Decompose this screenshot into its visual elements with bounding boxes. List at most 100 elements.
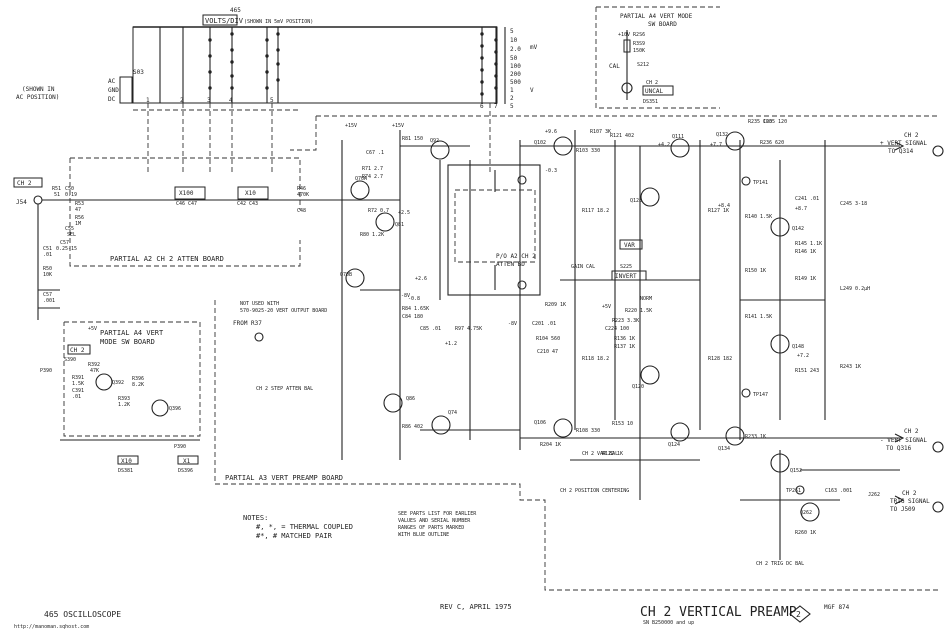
see-parts-3: RANGES OF PARTS MARKED bbox=[398, 525, 464, 531]
c50-val: 0.19 bbox=[65, 192, 77, 198]
transistors: Q70A Q70B Q81 Q86 Q92 Q74 Q102 Q106 Q111… bbox=[340, 131, 820, 522]
r46-val: 470K bbox=[297, 192, 309, 198]
pl-44: C245 3-18 bbox=[840, 201, 867, 207]
vert-mode-sw-board: PARTIAL A4 VERT MODE SW BOARD +5V CH 2 S… bbox=[40, 321, 201, 474]
pl-1: R72 0.7 bbox=[368, 208, 389, 214]
q142: Q142 bbox=[792, 226, 804, 232]
v-84: +8.4 bbox=[718, 203, 730, 209]
out3-c: TO J509 bbox=[890, 506, 916, 513]
j262: J262 bbox=[868, 492, 880, 498]
footer-left: 465 OSCILLOSCOPE bbox=[44, 610, 121, 619]
a4-title-2: SW BOARD bbox=[648, 21, 677, 28]
coupling-switch: AC GND DC (SHOWN IN AC POSITION) bbox=[16, 76, 133, 104]
pl-27: R151 243 bbox=[795, 368, 819, 374]
switch-note: (SHOWN IN 5mV POSITION) bbox=[244, 19, 313, 25]
a4-supply: +10V R2S6 bbox=[618, 32, 645, 38]
var-bal: CH 2 VAR BAL bbox=[582, 451, 618, 457]
x100-parts: C46 C47 bbox=[176, 201, 197, 207]
pl-11: R107 3K bbox=[590, 129, 611, 135]
pl-15: R117 18.2 bbox=[582, 208, 609, 214]
v-15b: +15V bbox=[392, 123, 404, 129]
see-parts-1: SEE PARTS LIST FOR EARLIER bbox=[398, 511, 477, 517]
contact-5: 5 bbox=[270, 97, 274, 104]
pl-32: R223 3.3K bbox=[612, 318, 639, 324]
pl-35: R236 620 bbox=[760, 140, 784, 146]
pl-40: C210 47 bbox=[537, 349, 558, 355]
atten-subboard: P/O A2 CH 2 ATTEN BD bbox=[447, 164, 541, 296]
v-neg03: -0.3 bbox=[545, 168, 557, 174]
unit-mv: mV bbox=[530, 44, 538, 51]
footer-num: 2 bbox=[796, 610, 801, 619]
v-42: +4.2 bbox=[658, 142, 670, 148]
swb-p2: P390 bbox=[174, 444, 186, 450]
r50: R50 bbox=[43, 266, 52, 272]
atten-board-label: PARTIAL A2 CH 2 ATTEN BOARD bbox=[110, 255, 224, 263]
pl-0: R71 2.7 bbox=[362, 166, 383, 172]
swb-r2v: 1.5K bbox=[72, 381, 84, 387]
v-87: +8.7 bbox=[795, 206, 807, 212]
notes-title: NOTES: bbox=[243, 514, 268, 522]
switch-title: 465 bbox=[230, 7, 241, 14]
subboard-title-1: P/O A2 CH 2 bbox=[496, 253, 536, 260]
swb-x10: X10 bbox=[121, 458, 132, 465]
pl-20: R137 1K bbox=[614, 344, 635, 350]
footer-title: CH 2 VERTICAL PREAMP bbox=[640, 605, 797, 620]
v-neg8b: -8V bbox=[508, 321, 517, 327]
switch-ref: S03 bbox=[133, 69, 144, 76]
out1-b: + VERT SIGNAL bbox=[880, 140, 927, 147]
invert-label: INVERT bbox=[615, 273, 637, 280]
swb-title-1: PARTIAL A4 VERT bbox=[100, 329, 164, 337]
swb-title-2: MODE SW BOARD bbox=[100, 338, 155, 346]
q262: Q262 bbox=[800, 510, 812, 516]
tp147: TP147 bbox=[753, 392, 768, 398]
v-12: +1.2 bbox=[445, 341, 457, 347]
preamp-board-label: PARTIAL A3 VERT PREAMP BOARD bbox=[225, 474, 343, 482]
test-points: TP141 TP147 TP261 bbox=[741, 176, 805, 495]
c50: C50 bbox=[65, 186, 74, 192]
swb-ds1: DS381 bbox=[118, 468, 133, 474]
v-26: +2.6 bbox=[415, 276, 427, 282]
v-5: +5V bbox=[602, 304, 611, 310]
pl-45: R243 1K bbox=[840, 364, 861, 370]
swb-c1v: .01 bbox=[72, 394, 81, 400]
position-centering: CH 2 POSITION CENTERING bbox=[560, 488, 629, 494]
atten-board: X100 C46 C47 X10 C42 C43 PARTIAL A2 CH 2… bbox=[69, 157, 309, 267]
r51: R51 bbox=[52, 186, 61, 192]
control-labels: CH 2 STEP ATTEN BAL CH 2 VAR BAL CH 2 PO… bbox=[233, 301, 804, 567]
pl-26: R150 1K bbox=[745, 268, 766, 274]
v-72: +7.2 bbox=[797, 353, 809, 359]
out2-c: TO Q316 bbox=[886, 445, 912, 452]
input-ch2: CH 2 bbox=[17, 180, 32, 187]
pl-6: R84 1.65K bbox=[402, 306, 429, 312]
swb-r3: R396 bbox=[132, 376, 144, 382]
swb-q1: Q392 bbox=[112, 380, 124, 386]
a4-r: R3S9 bbox=[633, 41, 645, 47]
pl-33: R233 1K bbox=[745, 434, 766, 440]
setting-4: 100 bbox=[510, 63, 521, 70]
swb-r1v: 47K bbox=[90, 368, 99, 374]
swb-r4: R393 bbox=[118, 396, 130, 402]
not-used-1: NOT USED WITH bbox=[240, 301, 279, 307]
contact-7: 7 bbox=[494, 103, 498, 110]
pl-31: R220 1.5K bbox=[625, 308, 652, 314]
a4-title-1: PARTIAL A4 VERT MODE bbox=[620, 13, 693, 20]
norm-label: NORM bbox=[640, 296, 652, 302]
setting-8: 2 bbox=[510, 95, 514, 102]
s225: S225 bbox=[620, 264, 632, 270]
pl-30: R209 1K bbox=[545, 302, 566, 308]
from-r37: FROM R37 bbox=[233, 320, 262, 327]
pl-16: R118 18.2 bbox=[582, 356, 609, 362]
footer: 465 OSCILLOSCOPE http://manoman.sqhost.c… bbox=[14, 603, 850, 630]
pl-24: R146 1K bbox=[795, 249, 816, 255]
footer-mgf: MGF 874 bbox=[824, 604, 850, 611]
c57b: C57 bbox=[43, 292, 52, 298]
c55-val: SEL bbox=[67, 232, 76, 238]
q111: Q111 bbox=[672, 134, 684, 140]
q134: Q134 bbox=[718, 446, 730, 452]
input-jack: J54 bbox=[16, 199, 27, 206]
x10: X10 bbox=[245, 190, 256, 197]
notes: NOTES: #, *, = THERMAL COUPLED #*, # MAT… bbox=[243, 511, 477, 540]
volts-div-switch: 465 VOLTS/DIV (SHOWN IN 5mV POSITION) 5 … bbox=[132, 7, 538, 175]
tp261: TP261 bbox=[786, 488, 801, 494]
setting-3: 50 bbox=[510, 55, 518, 62]
